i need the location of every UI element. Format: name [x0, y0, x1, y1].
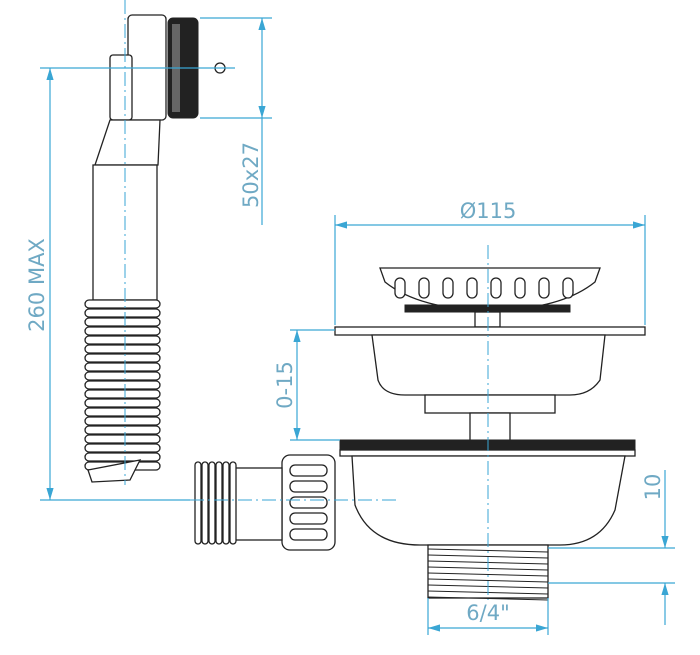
hose-ridge [84, 362, 161, 372]
thread-height-label: 10 [641, 474, 665, 501]
basket-slot [490, 277, 502, 299]
basket-slot [442, 277, 454, 299]
hose-ridge [84, 452, 161, 462]
basket-slot [514, 277, 526, 299]
hose-tail [194, 461, 237, 545]
basket-slot [466, 277, 478, 299]
overflow-assembly [84, 14, 226, 483]
nut-rib [289, 480, 328, 493]
diameter-label: Ø115 [460, 199, 517, 223]
overflow-size-label: 50x27 [239, 142, 263, 208]
height-max-label: 260 MAX [25, 238, 49, 332]
hose-ridge [84, 434, 161, 444]
hose-ridge [84, 389, 161, 399]
tail-ridge [194, 461, 202, 545]
basket-slots [394, 277, 574, 299]
adjust-range-label: 0-15 [273, 361, 297, 409]
dimension-lines [40, 17, 675, 635]
nut-rib [289, 528, 328, 541]
tail-ridge [229, 461, 237, 545]
hose-ridge [84, 416, 161, 426]
sink-strainer [194, 267, 646, 601]
tail-ridge [201, 461, 209, 545]
hose-ridge [84, 317, 161, 327]
thread-line [427, 572, 549, 577]
basket-slot [418, 277, 430, 299]
thread-line [427, 578, 549, 583]
nut-rib [289, 496, 328, 509]
tail-ridge [215, 461, 223, 545]
hose-ridge [84, 371, 161, 381]
thread-line [427, 554, 549, 559]
basket-slot [562, 277, 574, 299]
hose-ridge [84, 308, 161, 318]
hose-ridge [84, 443, 161, 453]
hose-ridge [84, 344, 161, 354]
hose-ridge [84, 353, 161, 363]
nut-rib [289, 512, 328, 525]
thread-line [427, 548, 549, 553]
thread-size-label: 6/4" [466, 601, 509, 625]
tail-ridge [222, 461, 230, 545]
thread-line [427, 596, 549, 601]
tail-ridge [208, 461, 216, 545]
nut-rib [289, 464, 328, 477]
basket-slot [394, 277, 406, 299]
hose-ridge [84, 335, 161, 345]
hose-ridge [84, 299, 161, 309]
basket-slot [538, 277, 550, 299]
hose-ridge [84, 380, 161, 390]
nut-ribs [289, 464, 328, 541]
hose-ridge [84, 407, 161, 417]
hose-ridge [84, 425, 161, 435]
corrugated-hose [84, 299, 161, 471]
hose-ridge [84, 326, 161, 336]
hose-ridge [84, 398, 161, 408]
